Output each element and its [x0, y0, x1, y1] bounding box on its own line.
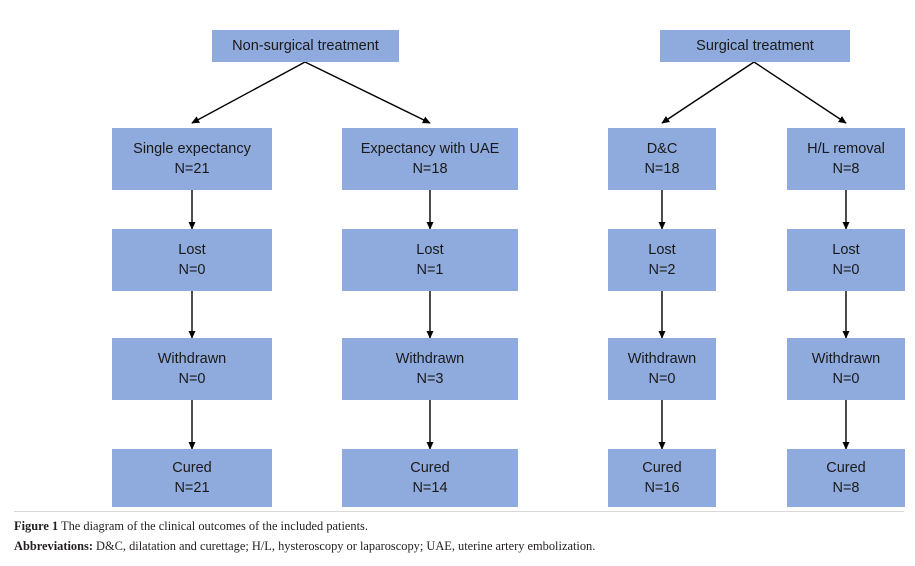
node-c3-lost: Lost N=2 [608, 229, 716, 291]
node-count: N=18 [412, 161, 448, 177]
node-label: Lost [832, 242, 860, 258]
arrow-surgical-to-dc [661, 61, 755, 124]
node-c2-lost: Lost N=1 [342, 229, 518, 291]
node-label: D&C [646, 141, 678, 157]
figure-caption: Figure 1 The diagram of the clinical out… [14, 516, 904, 556]
node-c4-withdrawn: Withdrawn N=0 [787, 338, 905, 400]
node-c1-lost: Lost N=0 [112, 229, 272, 291]
arrow-surgical-to-hl-removal [753, 61, 847, 124]
node-c3-cured: Cured N=16 [608, 449, 716, 507]
node-label: H/L removal [807, 141, 885, 157]
node-count: N=8 [832, 161, 860, 177]
caption-figure-text: The diagram of the clinical outcomes of … [58, 519, 368, 533]
node-label: Cured [410, 460, 450, 476]
caption-abbrev-text: D&C, dilatation and curettage; H/L, hyst… [92, 539, 596, 554]
caption-line-title: Figure 1 The diagram of the clinical out… [14, 516, 904, 536]
node-non-surgical-treatment: Non-surgical treatment [212, 30, 399, 62]
node-label: Withdrawn [157, 351, 227, 367]
node-count: N=3 [416, 371, 444, 387]
node-label: Cured [642, 460, 682, 476]
node-count: N=1 [416, 262, 444, 278]
flowchart-diagram: Non-surgical treatment Surgical treatmen… [112, 30, 905, 507]
node-c1-withdrawn: Withdrawn N=0 [112, 338, 272, 400]
node-label: Expectancy with UAE [360, 141, 500, 157]
node-count: N=21 [174, 161, 210, 177]
node-count: N=21 [174, 480, 210, 496]
node-surgical-treatment: Surgical treatment [660, 30, 850, 62]
node-label: Lost [178, 242, 206, 258]
node-label: Withdrawn [627, 351, 697, 367]
node-count: N=2 [648, 262, 676, 278]
node-count: N=0 [178, 262, 206, 278]
node-label: Non-surgical treatment [232, 38, 379, 54]
node-c3-withdrawn: Withdrawn N=0 [608, 338, 716, 400]
node-count: N=0 [832, 371, 860, 387]
node-count: N=0 [648, 371, 676, 387]
node-c4-lost: Lost N=0 [787, 229, 905, 291]
node-label: Withdrawn [395, 351, 465, 367]
node-single-expectancy: Single expectancy N=21 [112, 128, 272, 190]
node-c4-cured: Cured N=8 [787, 449, 905, 507]
caption-line-abbreviations: Abbreviations: D&C, dilatation and curet… [14, 536, 904, 556]
arrow-nonsurgical-to-single-expectancy [191, 61, 306, 124]
node-dc: D&C N=18 [608, 128, 716, 190]
node-label: Cured [172, 460, 212, 476]
caption-divider [14, 511, 904, 512]
node-c2-cured: Cured N=14 [342, 449, 518, 507]
node-count: N=18 [644, 161, 680, 177]
node-label: Withdrawn [811, 351, 881, 367]
node-label: Lost [648, 242, 676, 258]
connector-arrows-layer [188, 61, 850, 450]
caption-abbrev-label: Abbreviations: [14, 539, 93, 554]
node-expectancy-with-uae: Expectancy with UAE N=18 [342, 128, 518, 190]
node-count: N=8 [832, 480, 860, 496]
node-count: N=16 [644, 480, 680, 496]
node-count: N=0 [832, 262, 860, 278]
node-label: Lost [416, 242, 444, 258]
node-count: N=14 [412, 480, 448, 496]
arrow-nonsurgical-to-expectancy-uae [304, 61, 431, 124]
node-label: Surgical treatment [696, 38, 814, 54]
caption-figure-label: Figure 1 [14, 519, 59, 533]
node-label: Cured [826, 460, 866, 476]
node-count: N=0 [178, 371, 206, 387]
node-c1-cured: Cured N=21 [112, 449, 272, 507]
node-c2-withdrawn: Withdrawn N=3 [342, 338, 518, 400]
node-label: Single expectancy [133, 141, 251, 157]
node-hl-removal: H/L removal N=8 [787, 128, 905, 190]
